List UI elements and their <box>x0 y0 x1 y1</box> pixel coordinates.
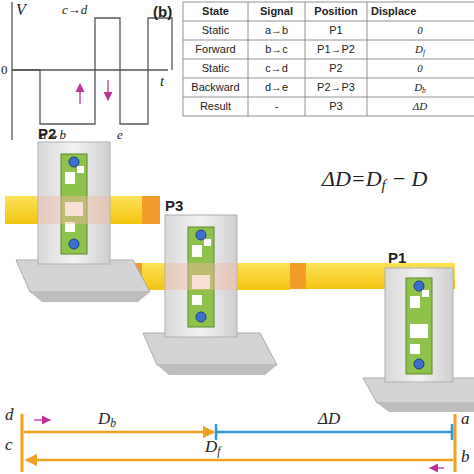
axis-label: 0 <box>1 63 8 76</box>
text-run: ΔD=D <box>322 166 382 191</box>
table-cell: Forward <box>195 44 235 55</box>
signal-label: e <box>117 128 123 141</box>
text-run: D <box>414 81 422 93</box>
stage-device <box>143 215 277 375</box>
position-label: P2 <box>38 126 56 141</box>
table-cell: Df <box>415 44 425 56</box>
point-label: b <box>461 448 470 465</box>
table-cell: ΔD <box>413 101 427 112</box>
dimension-label: Db <box>98 410 116 429</box>
position-label: P1 <box>388 250 406 265</box>
table-cell: b→c <box>265 44 288 55</box>
table-cell: - <box>275 101 279 112</box>
text-run: D <box>205 437 217 456</box>
text-run: D <box>415 43 423 55</box>
table-cell: Result <box>200 101 231 112</box>
table-header: Signal <box>260 6 293 17</box>
table-cell: d→e <box>265 82 288 93</box>
axis-label: t <box>160 74 164 89</box>
axis-label: V <box>16 2 26 18</box>
table-cell: Static <box>202 63 230 74</box>
table-cell: P3 <box>329 101 342 112</box>
dimension-label: ΔD <box>318 410 340 427</box>
stage-device <box>363 268 474 412</box>
dimension-label: Df <box>205 438 221 457</box>
position-label: P3 <box>165 198 183 213</box>
formula: ΔD=Df − D <box>322 168 427 193</box>
table-cell: P2 <box>329 63 342 74</box>
waveform <box>12 2 172 140</box>
table-header: Position <box>314 6 357 17</box>
signal-arrow <box>79 84 80 104</box>
point-label: c <box>5 436 13 453</box>
text-run: b <box>110 417 116 430</box>
table-cell: a→b <box>265 25 288 36</box>
signal-arrow <box>107 80 108 100</box>
stage-device <box>16 142 150 302</box>
table-cell: P1→P2 <box>317 44 355 55</box>
stage-device: P1 <box>384 250 460 410</box>
text-run: − D <box>386 166 428 191</box>
table-cell: P1 <box>329 25 342 36</box>
stage-device: P3 <box>161 198 241 378</box>
table-cell: Db <box>414 82 426 94</box>
point-label: a <box>461 410 470 427</box>
stage-device: P2 <box>34 126 114 306</box>
signal-label: c→d <box>62 3 87 16</box>
panel-label: (b) <box>153 4 172 19</box>
table-cell: c→d <box>265 63 288 74</box>
table-cell: P2→P3 <box>317 82 355 93</box>
text-run: f <box>382 177 386 193</box>
table-header: Displace <box>371 6 416 17</box>
table-cell: Backward <box>191 82 239 93</box>
text-run: b <box>422 86 426 95</box>
table-cell: Static <box>202 25 230 36</box>
text-run: D <box>98 409 110 428</box>
text-run: f <box>423 48 425 57</box>
text-run: f <box>217 445 220 458</box>
table-grid <box>183 2 474 116</box>
table-header: State <box>202 6 229 17</box>
table-cell: 0 <box>417 25 423 36</box>
point-label: d <box>5 406 14 423</box>
table-cell: 0 <box>417 63 423 74</box>
dimension-lines <box>22 414 455 472</box>
